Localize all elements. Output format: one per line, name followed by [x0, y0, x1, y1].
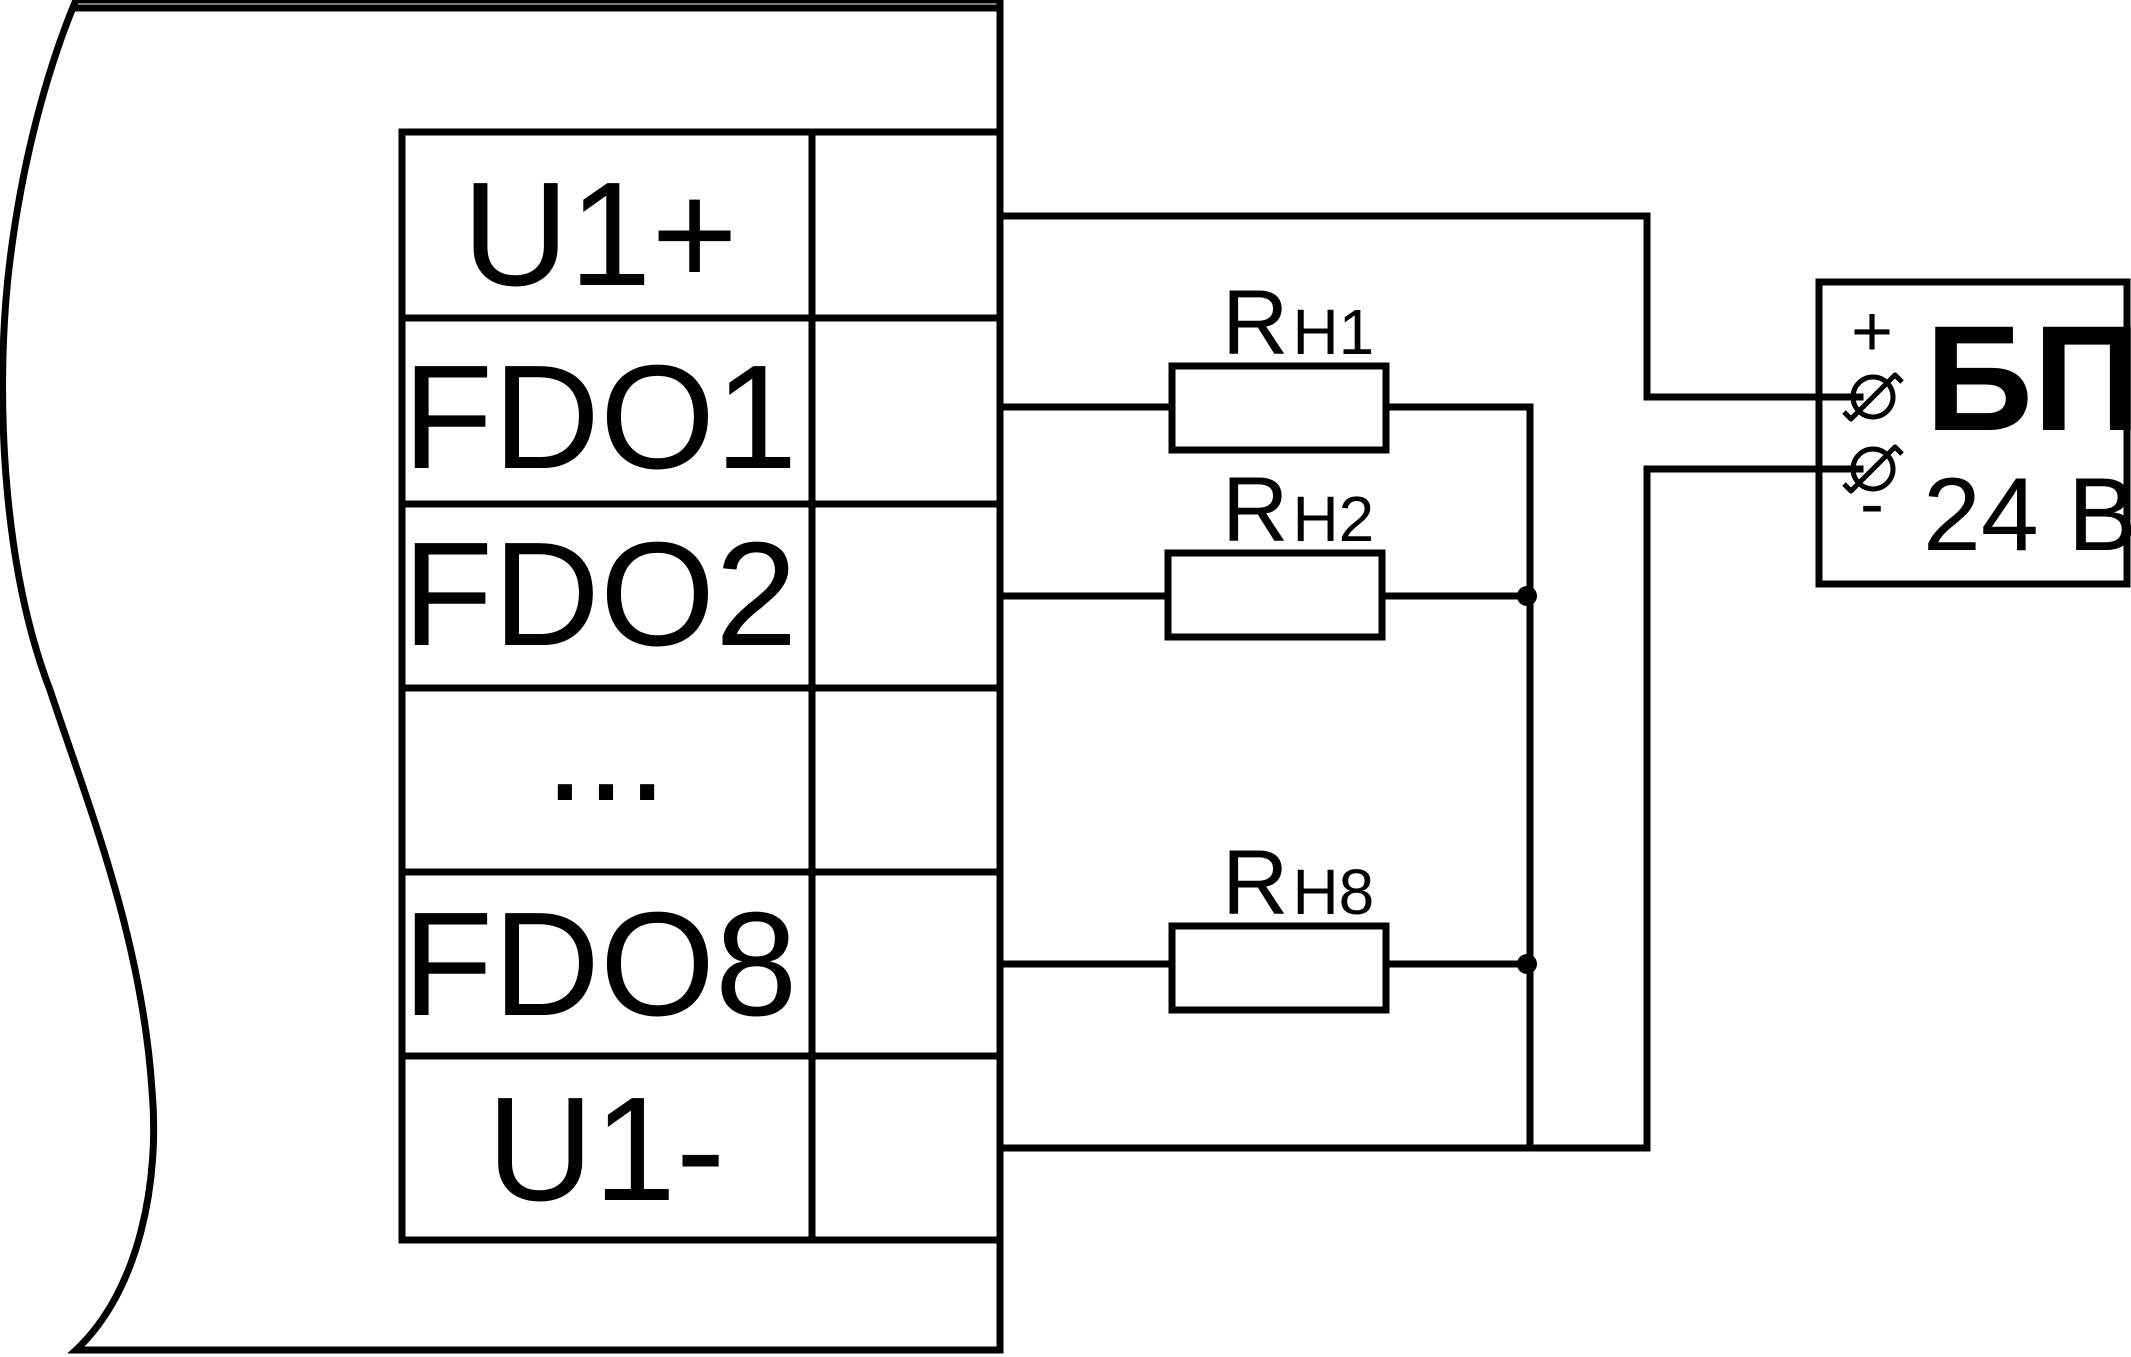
- terminal-label-fdo8: FDO8: [403, 882, 798, 1047]
- psu-plus-sign: +: [1851, 292, 1893, 372]
- resistor-label-rh2: RH2: [1222, 459, 1374, 561]
- psu-voltage: 24 В: [1923, 457, 2131, 573]
- junction-dot: [1517, 954, 1537, 974]
- power-supply-frame: [1815, 278, 2131, 588]
- terminal-label-ellipsis: ...: [544, 667, 667, 832]
- wire-u1-minus: [996, 465, 1864, 1152]
- terminal-block: U1+ FDO1 FDO2 ... FDO8 U1-: [398, 128, 1004, 1244]
- resistor-label-rh1: RH1: [1222, 272, 1374, 374]
- psu-title: БП: [1925, 294, 2131, 462]
- terminal-label-fdo1: FDO1: [403, 335, 798, 500]
- psu-plus-terminal-icon: [1842, 372, 1904, 422]
- power-supply: + - БП 24 В: [1815, 278, 2131, 588]
- terminal-label-u1-plus: U1+: [462, 152, 738, 317]
- resistor-label-rh8: RH8: [1222, 832, 1374, 934]
- device-body-outline: [0, 0, 1004, 1354]
- resistor-rh1: [1168, 362, 1390, 454]
- terminal-label-fdo2: FDO2: [403, 512, 798, 677]
- psu-minus-terminal-icon: [1842, 444, 1904, 494]
- junction-dot: [1517, 586, 1537, 606]
- terminal-label-u1-minus: U1-: [487, 1067, 725, 1232]
- psu-minus-sign: -: [1860, 464, 1884, 544]
- wire-u1-plus: [996, 212, 1864, 401]
- wire-common-bus: [1382, 403, 1534, 1152]
- resistor-rh2: [1164, 549, 1386, 641]
- resistor-rh8: [1168, 922, 1390, 1014]
